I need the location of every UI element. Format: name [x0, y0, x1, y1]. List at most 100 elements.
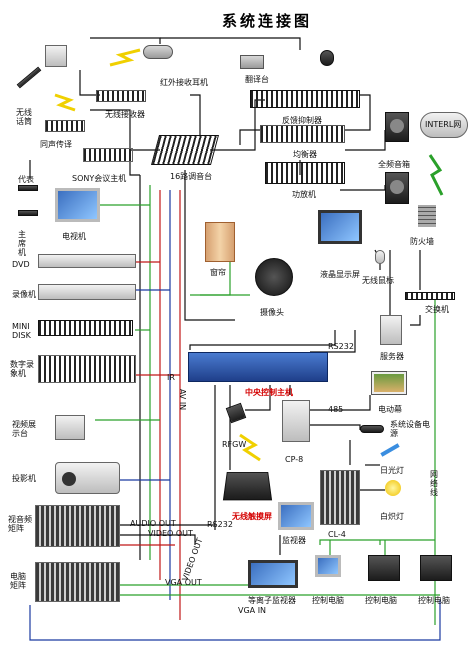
label-fluorescent: 日光灯 — [380, 466, 404, 475]
sony-host-device — [83, 148, 133, 162]
label-equip-power: 系统设备电源 — [390, 420, 430, 438]
label-preamp: 同声传译 — [40, 140, 72, 149]
chairman-device — [18, 185, 38, 191]
label-mouse: 无线鼠标 — [362, 276, 394, 285]
wire-label-audio-out: AUDIO OUT — [130, 519, 176, 528]
switch-device — [405, 292, 455, 300]
label-ctrl-pc1: 控制电脑 — [312, 596, 344, 605]
equalizer-device — [260, 125, 345, 143]
wire — [90, 37, 161, 44]
label-screen-motor: 电动幕 — [378, 405, 402, 414]
video-booth-device — [55, 415, 85, 440]
label-projector: 投影机 — [12, 474, 36, 483]
wire-label-vga-in: VGA IN — [238, 606, 267, 615]
wire — [319, 539, 435, 545]
label-ctrl-pc2: 控制电脑 — [365, 596, 397, 605]
mixer-device — [150, 135, 220, 165]
wire — [189, 330, 336, 350]
screen-motor-device — [372, 372, 406, 394]
wireless-signal — [54, 93, 76, 112]
label-touch-panel: 无线触摸屏 — [232, 512, 272, 521]
server-device — [380, 315, 402, 345]
wire — [239, 129, 260, 145]
bulb-device — [385, 480, 401, 496]
label-cp8: CP-8 — [285, 455, 304, 464]
label-incandescent: 白炽灯 — [380, 512, 404, 521]
label-central-host: 中央控制主机 — [245, 388, 293, 397]
preamp-device — [45, 120, 85, 132]
wire — [190, 94, 201, 135]
label-ir-receiver: 红外接收耳机 — [160, 78, 208, 87]
wire — [79, 70, 100, 96]
projector-lens — [62, 472, 76, 486]
cl4-device — [320, 470, 360, 525]
label-av-matrix: 视音频矩阵 — [8, 515, 32, 533]
speaker-cone-2 — [390, 180, 404, 194]
wire-label-485: 485 — [328, 405, 344, 414]
wire — [29, 600, 441, 641]
wire-label-ir: IR — [167, 373, 175, 382]
internet-cloud — [420, 112, 468, 138]
label-pc-matrix: 电脑矩阵 — [10, 572, 26, 590]
label-equalizer: 均衡器 — [293, 150, 317, 159]
wire — [160, 37, 301, 50]
label-wireless-receiver: 无线接收器 — [105, 110, 145, 119]
wire — [345, 130, 386, 151]
vcr-device — [38, 284, 136, 300]
label-host-unit: 主席机 — [18, 230, 26, 257]
label-monitor: 监视器 — [282, 536, 306, 545]
ir-receiver-device — [143, 45, 173, 59]
monitor-device — [278, 502, 314, 530]
page-title: 系统连接图 — [222, 12, 313, 30]
ctrl-pc3-device — [420, 555, 452, 581]
central-host-device — [188, 352, 328, 382]
wireless-mic-device — [45, 45, 67, 67]
label-ctrl-pc3: 控制电脑 — [418, 596, 450, 605]
label-tv: 电视机 — [62, 232, 86, 241]
wire — [245, 385, 271, 411]
cp8-device — [282, 400, 310, 442]
av-matrix-device — [35, 505, 120, 547]
label-server: 服务器 — [380, 352, 404, 361]
label-chairman: 代表 — [18, 175, 34, 184]
label-firewall: 防火墙 — [410, 237, 434, 246]
wire-label-av-in: AV IN — [178, 388, 188, 411]
wireless-signal — [428, 154, 444, 196]
wire — [340, 185, 386, 191]
wire-label-network: 网络线 — [430, 470, 438, 497]
label-digital-recorder: 数字录象机 — [10, 360, 34, 378]
feedback-suppressor-device — [250, 90, 360, 108]
plasma-device — [248, 560, 298, 588]
tv-device — [55, 188, 100, 222]
wire — [310, 424, 361, 430]
amplifier-device — [265, 162, 345, 184]
wire — [310, 395, 371, 411]
wire — [90, 109, 160, 151]
label-speaker: 全频音箱 — [378, 160, 410, 169]
label-minidisc: MINI DISK — [12, 322, 31, 340]
interpreter-device — [240, 55, 264, 69]
pc-matrix-device — [35, 562, 120, 602]
wireless-receiver-device — [96, 90, 146, 102]
label-video-booth: 视频展示台 — [12, 420, 36, 438]
wire-label-vga-out: VGA OUT — [165, 578, 202, 587]
label-interpreter: 翻译台 — [245, 75, 269, 84]
firewall-device — [418, 205, 436, 227]
wire — [200, 260, 231, 296]
headset-device — [320, 50, 334, 66]
label-curtain: 窗帘 — [210, 268, 226, 277]
label-rfgw: RFGW — [222, 440, 247, 449]
wire — [129, 160, 140, 176]
wire-label-rs232-bottom: RS232 — [207, 520, 233, 529]
wire — [410, 315, 421, 326]
wire — [120, 534, 196, 545]
mouse-device — [375, 250, 385, 264]
host-unit-device — [18, 210, 38, 216]
wire-label-video-out: VIDEO OUT — [148, 529, 193, 538]
wireless-signal — [109, 48, 141, 67]
label-sony: SONY会议主机 — [72, 174, 127, 183]
wire-label-rs232-top: RS232 — [328, 342, 354, 351]
wire — [345, 94, 371, 131]
wire — [184, 170, 235, 321]
